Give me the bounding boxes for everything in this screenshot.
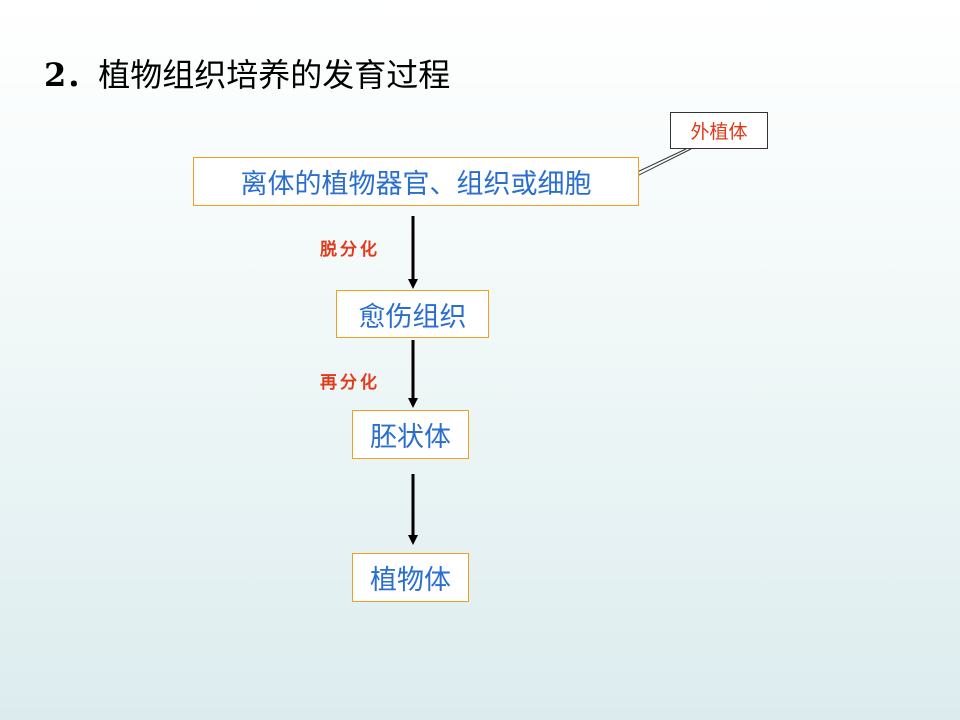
title-number: 2． <box>44 56 99 94</box>
explant-callout: 外植体 <box>670 112 768 149</box>
node-plant: 植物体 <box>352 553 469 602</box>
step-redifferentiation: 再分化 <box>320 373 380 393</box>
node-callus: 愈伤组织 <box>336 290 489 338</box>
step-dedifferentiation: 脱分化 <box>320 240 380 260</box>
callout-pointer-line-2 <box>632 148 692 179</box>
node-embryoid: 胚状体 <box>352 410 469 459</box>
callout-pointer-line <box>630 148 687 176</box>
slide-title: 2．植物组织培养的发育过程 <box>44 50 450 96</box>
title-text: 植物组织培养的发育过程 <box>98 56 451 94</box>
node-isolated-plant-tissue: 离体的植物器官、组织或细胞 <box>193 157 639 206</box>
